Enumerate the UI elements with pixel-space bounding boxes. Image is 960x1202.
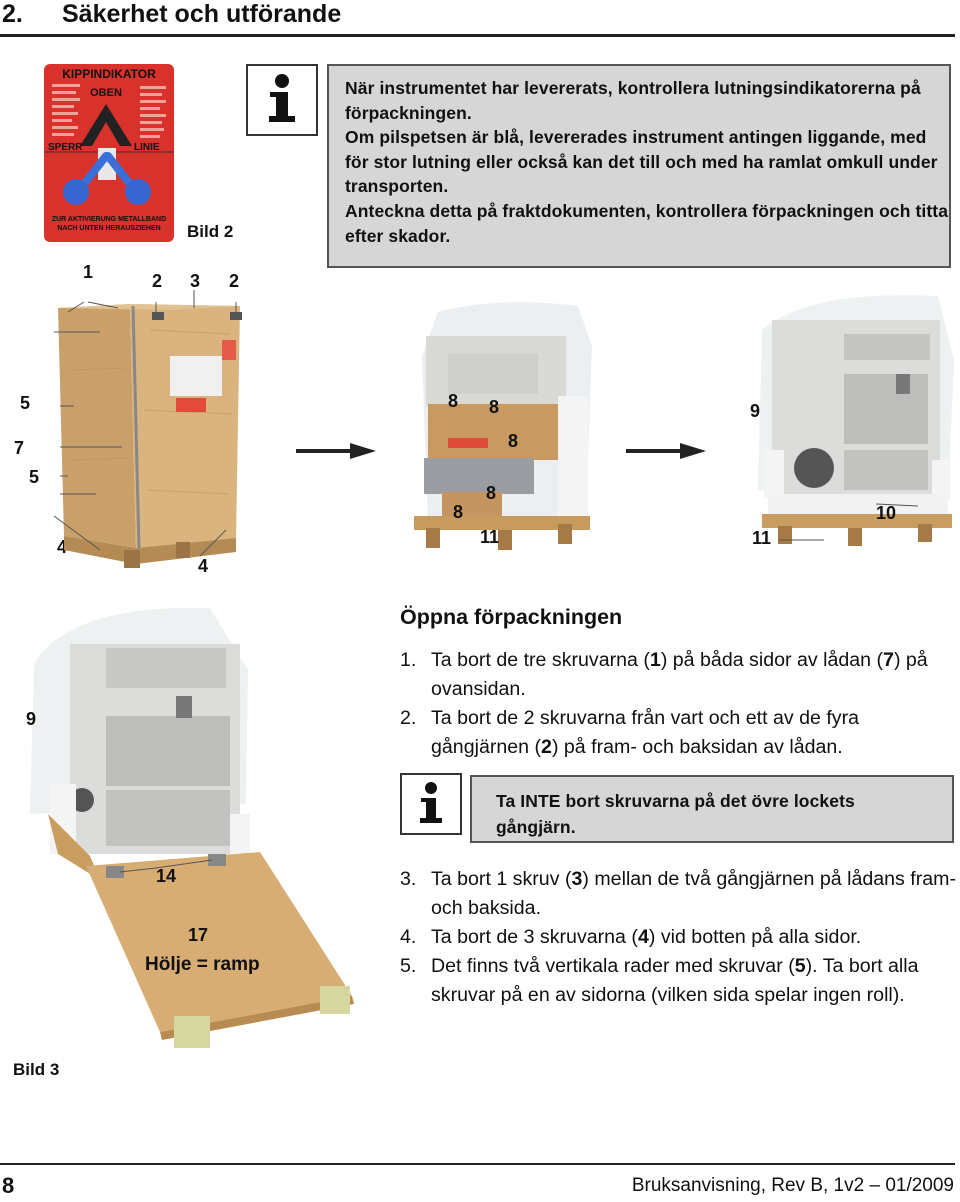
step-item: 4. Ta bort de 3 skruvarna (4) vid botten… (400, 923, 960, 952)
callout-8: 8 (448, 391, 459, 411)
step-number: 5. (400, 955, 417, 977)
tilt-indicator-photo: KIPPINDIKATOR OBEN SPERR LINIE ZUR AKTIV… (44, 64, 174, 242)
step-text: Ta bort de 2 skruvarna från vart och ett… (431, 707, 860, 758)
sticker-sperr: SPERR (48, 142, 83, 153)
step-text: Det finns två vertikala rader med skruva… (431, 955, 919, 1006)
ramp-label: Hölje = ramp (145, 954, 260, 975)
tilt-info-box: När instrumentet har levererats, kontrol… (327, 64, 951, 268)
sticker-oben: OBEN (90, 87, 122, 99)
callout-2: 2 (152, 271, 163, 291)
instrument-on-pallet-photo (748, 290, 956, 574)
callout-8: 8 (453, 502, 464, 522)
callout-11: 11 (480, 527, 500, 547)
note-box: Ta INTE bort skruvarna på det övre locke… (470, 775, 954, 843)
footer-rule (0, 1163, 955, 1165)
callout-8: 8 (486, 483, 497, 503)
info-icon (246, 64, 318, 136)
step-number: 1. (400, 649, 417, 671)
arrow-right-icon (626, 442, 706, 460)
callout-8: 8 (489, 397, 500, 417)
sticker-bottom-2: NACH UNTEN HERAUSZIEHEN (57, 225, 160, 232)
step-item: 1. Ta bort de tre skruvarna (1) på båda … (400, 646, 960, 704)
sticker-bottom-1: ZUR AKTIVIERUNG METALLBAND (52, 216, 166, 223)
info-paragraph-3: Anteckna detta på fraktdokumenten, kontr… (345, 200, 949, 246)
page-number: 8 (2, 1173, 15, 1198)
info-paragraph-1: När instrumentet har levererats, kontrol… (345, 78, 921, 123)
callout-9: 9 (26, 709, 37, 729)
step-text: Ta bort 1 skruv (3) mellan de två gångjä… (431, 868, 956, 919)
callout-7: 7 (14, 438, 25, 458)
sticker-title: KIPPINDIKATOR (62, 67, 156, 81)
step-number: 4. (400, 926, 417, 948)
steps-list-a: 1. Ta bort de tre skruvarna (1) på båda … (400, 646, 960, 762)
instrument-ramp-photo (10, 604, 360, 1050)
note-text: Ta INTE bort skruvarna på det övre locke… (496, 791, 855, 837)
header-rule (0, 34, 955, 37)
info-icon (400, 773, 462, 835)
steps-list-b: 3. Ta bort 1 skruv (3) mellan de två gån… (400, 865, 960, 1010)
callout-9: 9 (750, 401, 761, 421)
figure-3-caption: Bild 3 (13, 1060, 60, 1079)
step-item: 2. Ta bort de 2 skruvarna från vart och … (400, 704, 960, 762)
callout-1: 1 (83, 262, 94, 282)
page-header: 2. Säkerhet och utförande (0, 0, 960, 36)
section-title: Säkerhet och utförande (62, 0, 342, 28)
step-item: 3. Ta bort 1 skruv (3) mellan de två gån… (400, 865, 960, 923)
info-paragraph-2: Om pilspetsen är blå, levererades instru… (345, 127, 938, 197)
callout-4: 4 (198, 556, 209, 576)
callout-11: 11 (752, 528, 772, 548)
step-text: Ta bort de tre skruvarna (1) på båda sid… (431, 649, 928, 700)
wooden-crate-photo (40, 290, 250, 580)
callout-4: 4 (57, 537, 68, 557)
section-heading: Öppna förpackningen (400, 605, 623, 629)
sticker-linie: LINIE (134, 142, 160, 153)
figure-2-caption: Bild 2 (187, 222, 234, 241)
callout-10: 10 (876, 503, 897, 523)
arrow-right-icon (296, 442, 376, 460)
callout-8: 8 (508, 431, 519, 451)
pallet-with-boxes-photo (408, 296, 598, 580)
step-text: Ta bort de 3 skruvarna (4) vid botten på… (431, 926, 862, 948)
document-info: Bruksanvisning, Rev B, 1v2 – 01/2009 (631, 1175, 954, 1196)
step-number: 2. (400, 707, 417, 729)
callout-5: 5 (29, 467, 40, 487)
callout-14: 14 (156, 866, 177, 886)
callout-5: 5 (20, 393, 31, 413)
step-item: 5. Det finns två vertikala rader med skr… (400, 952, 960, 1010)
step-number: 3. (400, 868, 417, 890)
section-number: 2. (2, 0, 23, 28)
callout-2: 2 (229, 271, 240, 291)
callout-3: 3 (190, 271, 201, 291)
callout-17: 17 (188, 925, 209, 945)
